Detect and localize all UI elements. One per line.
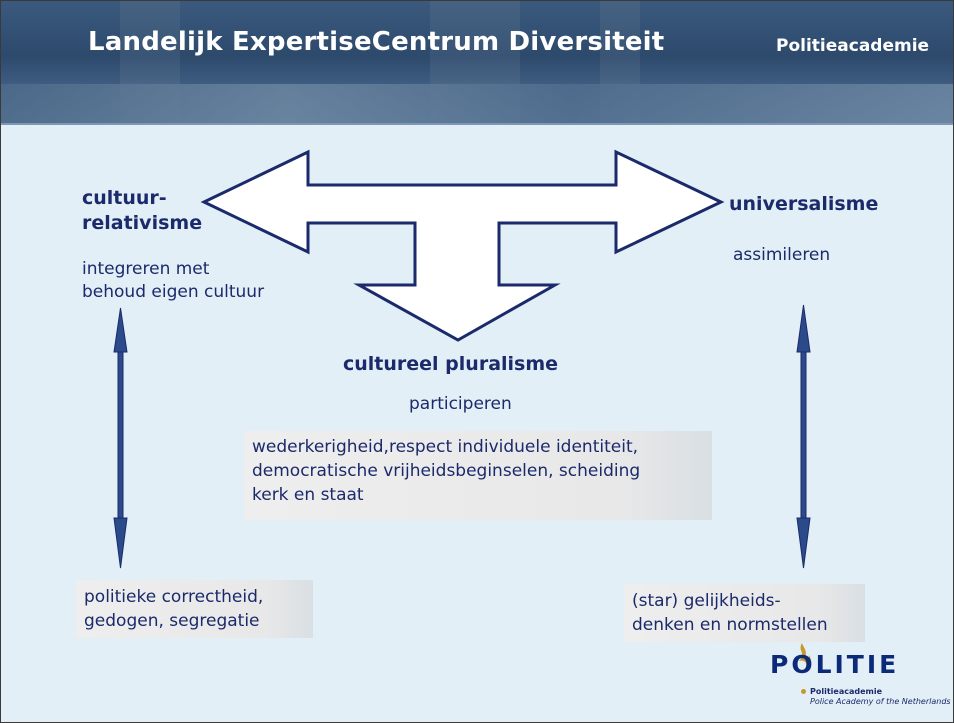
t-arrow-shape: [200, 149, 725, 342]
center-values-box: wederkerigheid,respect individuele ident…: [244, 431, 712, 520]
left-heading-line2: relativisme: [82, 212, 203, 234]
badge-flame-icon: [799, 643, 812, 671]
header-divider: [0, 123, 954, 125]
header-band: [0, 84, 954, 125]
right-desc: assimileren: [733, 245, 831, 265]
center-box-line1: wederkerigheid,respect individuele ident…: [252, 437, 639, 457]
left-vertical-arrow: [113, 307, 128, 569]
center-box-line3: kerk en staat: [252, 485, 364, 505]
left-consequence-box: politieke correctheid, gedogen, segregat…: [76, 580, 313, 638]
right-box-line1: (star) gelijkheids-: [632, 591, 781, 611]
logo-subtitle-academy: Politieacademie: [810, 687, 883, 696]
slide-title: Landelijk ExpertiseCentrum Diversiteit: [88, 27, 665, 57]
left-box-line2: gedogen, segregatie: [84, 611, 260, 631]
right-heading: universalisme: [729, 193, 879, 215]
politie-wordmark: POLITIE: [770, 650, 900, 679]
header-banner: Landelijk ExpertiseCentrum Diversiteit P…: [0, 0, 954, 125]
center-desc: participeren: [409, 394, 512, 414]
center-box-line2: democratische vrijheidsbeginselen, schei…: [252, 461, 641, 481]
left-box-line1: politieke correctheid,: [84, 587, 264, 607]
left-heading-line1: cultuur-: [82, 187, 167, 209]
right-vertical-arrow: [796, 304, 811, 569]
logo-bullet-icon: [801, 689, 806, 694]
right-box-line2: denken en normstellen: [632, 615, 828, 635]
brand-label: Politieacademie: [776, 36, 930, 56]
logo-subtitle-english: Police Academy of the Netherlands: [810, 697, 951, 706]
right-consequence-box: (star) gelijkheids- denken en normstelle…: [624, 584, 865, 642]
center-heading: cultureel pluralisme: [343, 353, 559, 375]
left-desc-line1: integreren met: [82, 259, 210, 279]
left-desc-line2: behoud eigen cultuur: [82, 282, 265, 302]
